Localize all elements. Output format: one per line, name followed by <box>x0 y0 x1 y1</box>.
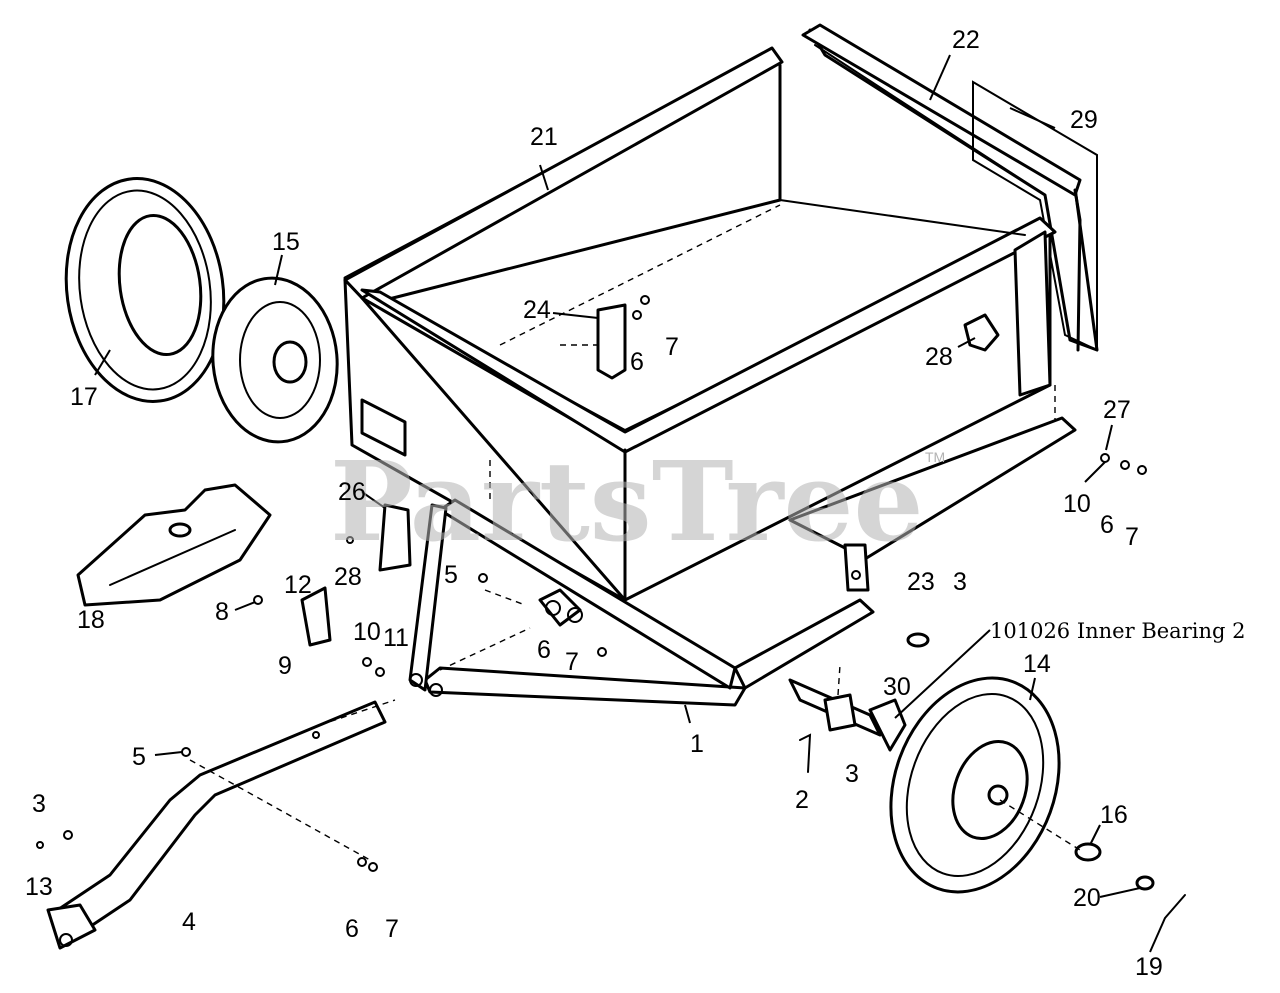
callout-6a: 6 <box>630 348 644 376</box>
callout-18: 18 <box>77 606 105 634</box>
tongue-part <box>46 700 387 950</box>
callout-28b: 28 <box>334 563 362 591</box>
inner-tube-part <box>76 483 272 607</box>
callout-11: 11 <box>383 624 409 652</box>
callout-4: 4 <box>182 908 196 936</box>
tailgate-part <box>801 23 1099 352</box>
assembly-lines <box>189 204 1081 861</box>
callout-labels: 21 22 29 24 6 7 28 15 17 27 10 6 7 26 28… <box>25 26 1245 981</box>
callout-15: 15 <box>272 228 300 256</box>
wheel-rim-15-part <box>211 276 339 444</box>
callout-28a: 28 <box>925 343 953 371</box>
leader-lines <box>94 54 1166 953</box>
axle-spindle-part <box>788 678 907 752</box>
pin-19 <box>1164 894 1186 919</box>
watermark-text: PartsTree <box>330 437 924 566</box>
callout-9: 9 <box>278 652 292 680</box>
callout-7c: 7 <box>565 648 579 676</box>
callout-17: 17 <box>70 383 98 411</box>
washer-20 <box>1135 875 1155 891</box>
callout-5a: 5 <box>444 561 458 589</box>
inner-bearing-note: 101026 Inner Bearing 2 <box>990 619 1245 643</box>
callout-30: 30 <box>883 673 911 701</box>
frame-part <box>408 498 875 707</box>
callout-7b: 7 <box>1125 523 1139 551</box>
callout-10a: 10 <box>1063 490 1091 518</box>
watermark-trademark: TM <box>925 449 945 465</box>
wheel-14-part <box>889 676 1061 894</box>
callout-6d: 6 <box>345 915 359 943</box>
latch-12 <box>300 586 332 647</box>
callout-16: 16 <box>1100 801 1128 829</box>
callout-10b: 10 <box>353 618 381 646</box>
callout-1: 1 <box>690 730 704 758</box>
callout-3b: 3 <box>845 760 859 788</box>
callout-21: 21 <box>530 123 558 151</box>
callout-6c: 6 <box>537 636 551 664</box>
callout-6b: 6 <box>1100 511 1114 539</box>
callout-5b: 5 <box>132 743 146 771</box>
bolt-23 <box>906 632 930 648</box>
callout-3c: 3 <box>32 790 46 818</box>
callout-12: 12 <box>284 571 312 599</box>
callout-26: 26 <box>338 478 366 506</box>
callout-23: 23 <box>907 568 935 596</box>
nut-16 <box>1074 842 1102 862</box>
callout-29: 29 <box>1070 106 1098 134</box>
bracket-26 <box>378 503 412 572</box>
small-parts <box>36 295 1186 919</box>
bracket-24 <box>596 303 627 380</box>
pin-2 <box>799 733 812 773</box>
dump-box-part <box>343 46 1057 602</box>
callout-19: 19 <box>1135 953 1163 981</box>
callout-13: 13 <box>25 873 53 901</box>
callout-27: 27 <box>1103 396 1131 424</box>
callout-7d: 7 <box>385 915 399 943</box>
hinge-rail-part <box>788 416 1077 592</box>
callout-2: 2 <box>795 786 809 814</box>
callout-22: 22 <box>952 26 980 54</box>
callout-7a: 7 <box>665 333 679 361</box>
callout-14: 14 <box>1023 650 1051 678</box>
callout-8: 8 <box>215 598 229 626</box>
callout-20: 20 <box>1073 884 1101 912</box>
tire-17-part <box>64 177 226 403</box>
callout-3a: 3 <box>953 568 967 596</box>
callout-24: 24 <box>523 296 551 324</box>
